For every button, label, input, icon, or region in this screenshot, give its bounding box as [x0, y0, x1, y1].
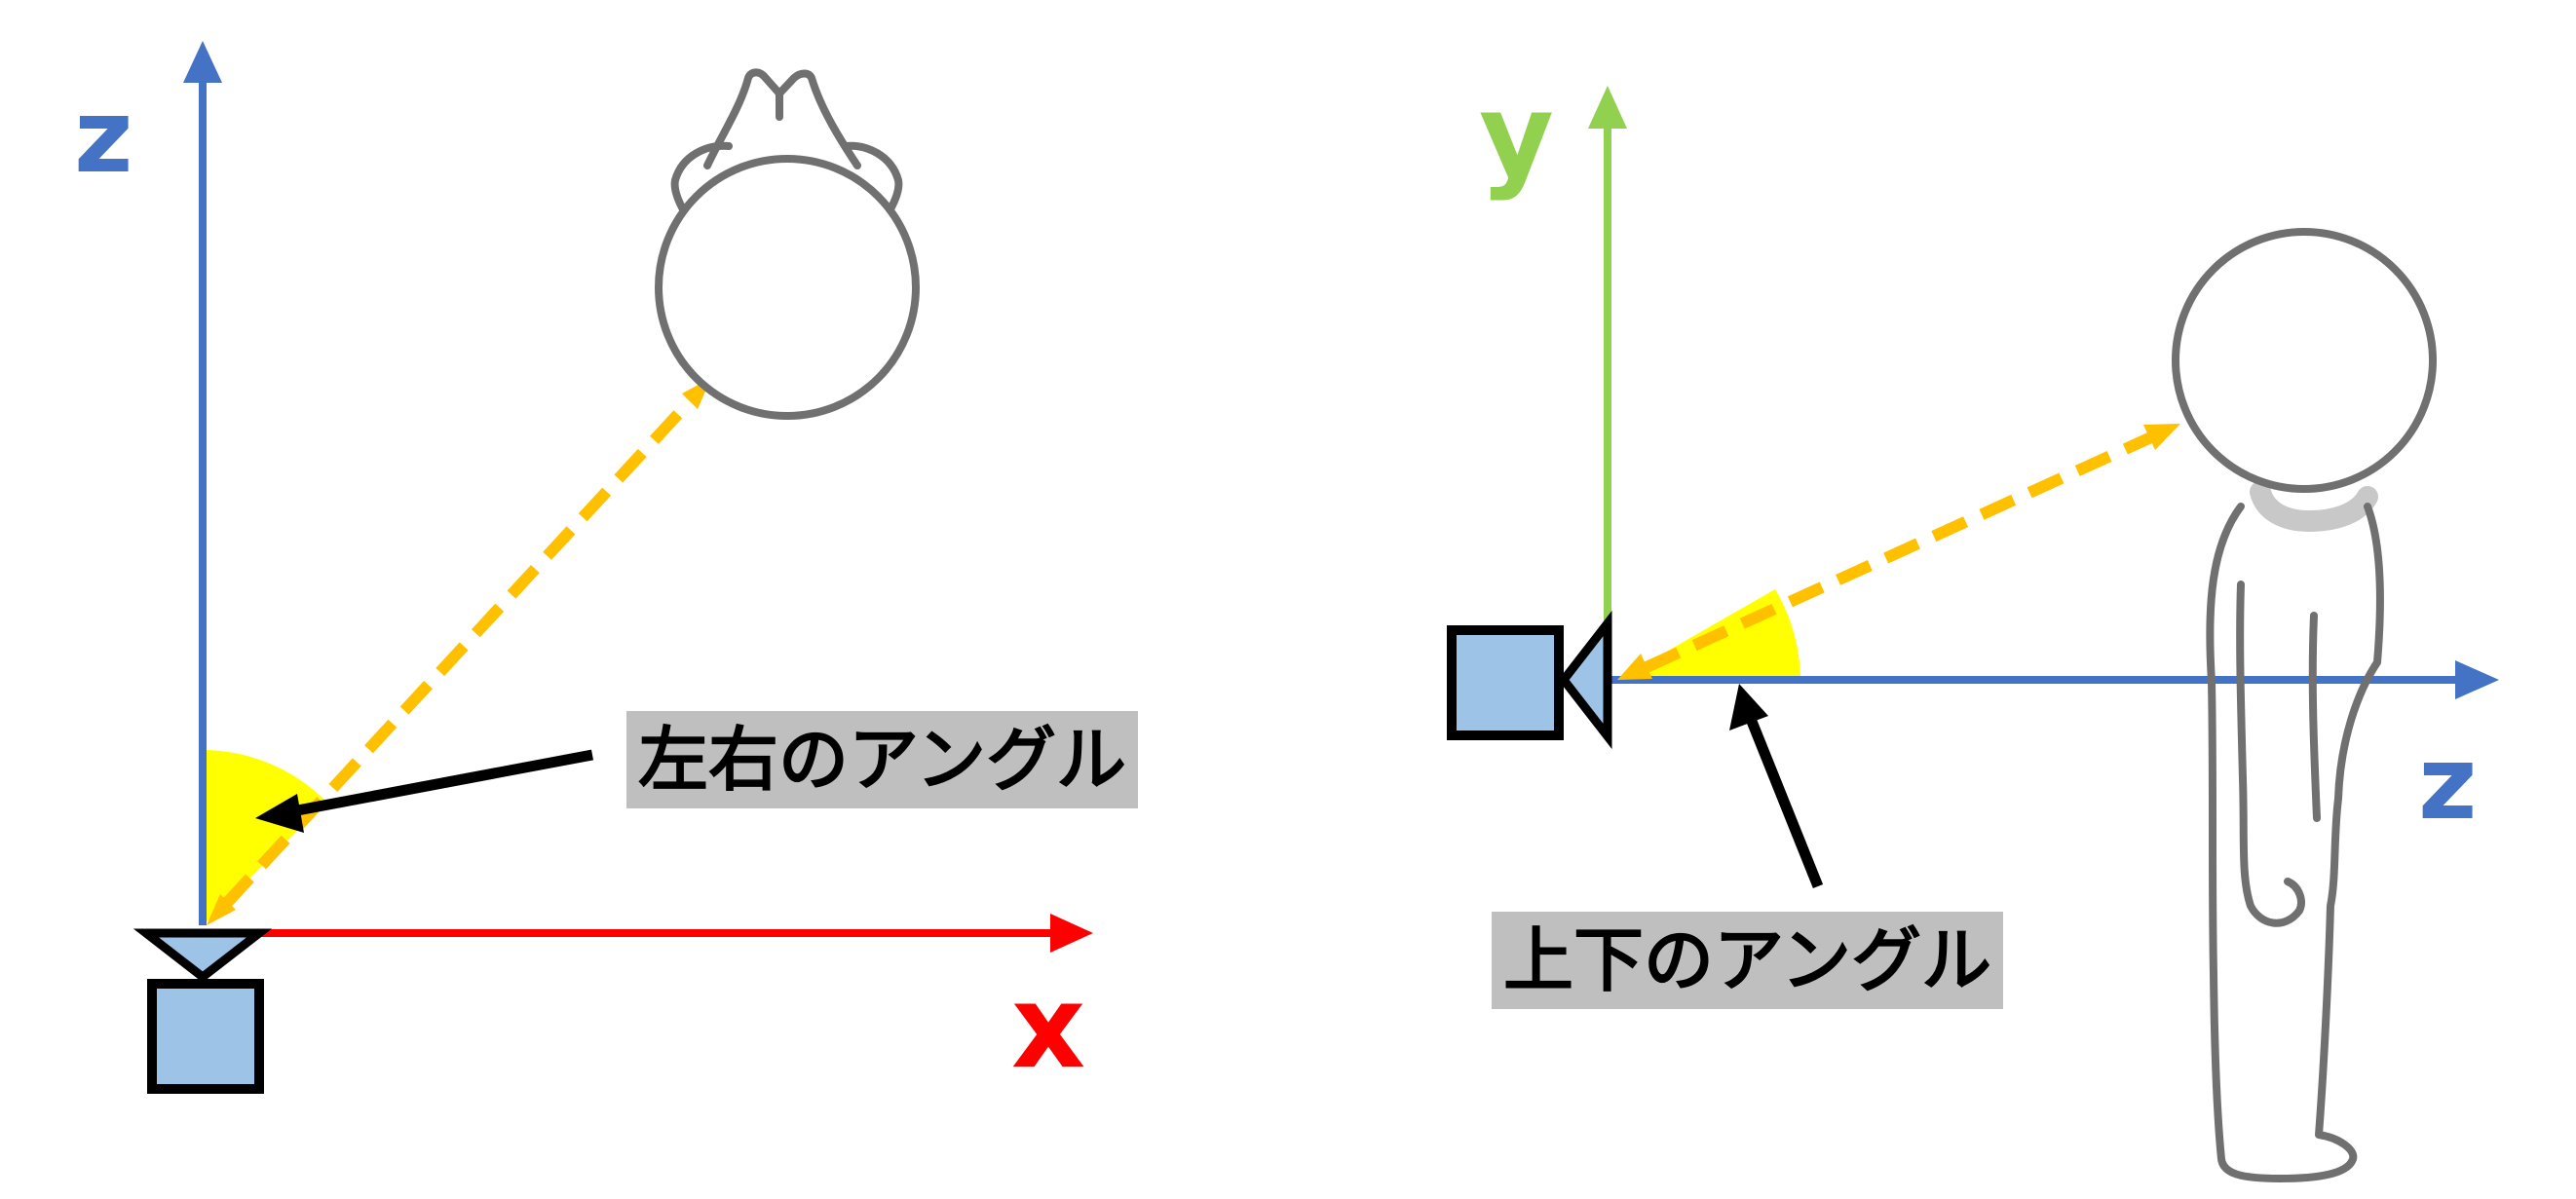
horizontal-angle-label: 左右のアングル — [626, 711, 1139, 808]
right-panel — [1447, 86, 2499, 1182]
horizontal-angle-pointer — [255, 749, 594, 833]
y-axis — [1588, 86, 1627, 680]
person-top-view-icon — [655, 68, 920, 420]
left-vertical-axis-label: z — [74, 77, 133, 196]
sight-line-right — [1617, 424, 2180, 680]
x-axis — [203, 914, 1093, 953]
camera-icon — [1447, 610, 1612, 750]
z-axis-left — [183, 41, 222, 925]
sight-line-left — [207, 378, 711, 925]
z-axis-right — [1608, 660, 2499, 699]
horizontal-angle-wedge — [203, 750, 326, 925]
person-side-view-icon — [2172, 228, 2437, 1182]
right-vertical-axis-label: y — [1479, 68, 1554, 203]
vertical-angle-pointer — [1729, 684, 1824, 889]
camera-icon — [133, 928, 273, 1094]
left-horizontal-axis-label: x — [1011, 959, 1086, 1094]
right-horizontal-axis-label: z — [2418, 724, 2478, 843]
vertical-angle-label: 上下のアングル — [1492, 912, 2004, 1009]
left-panel — [133, 41, 1093, 1094]
